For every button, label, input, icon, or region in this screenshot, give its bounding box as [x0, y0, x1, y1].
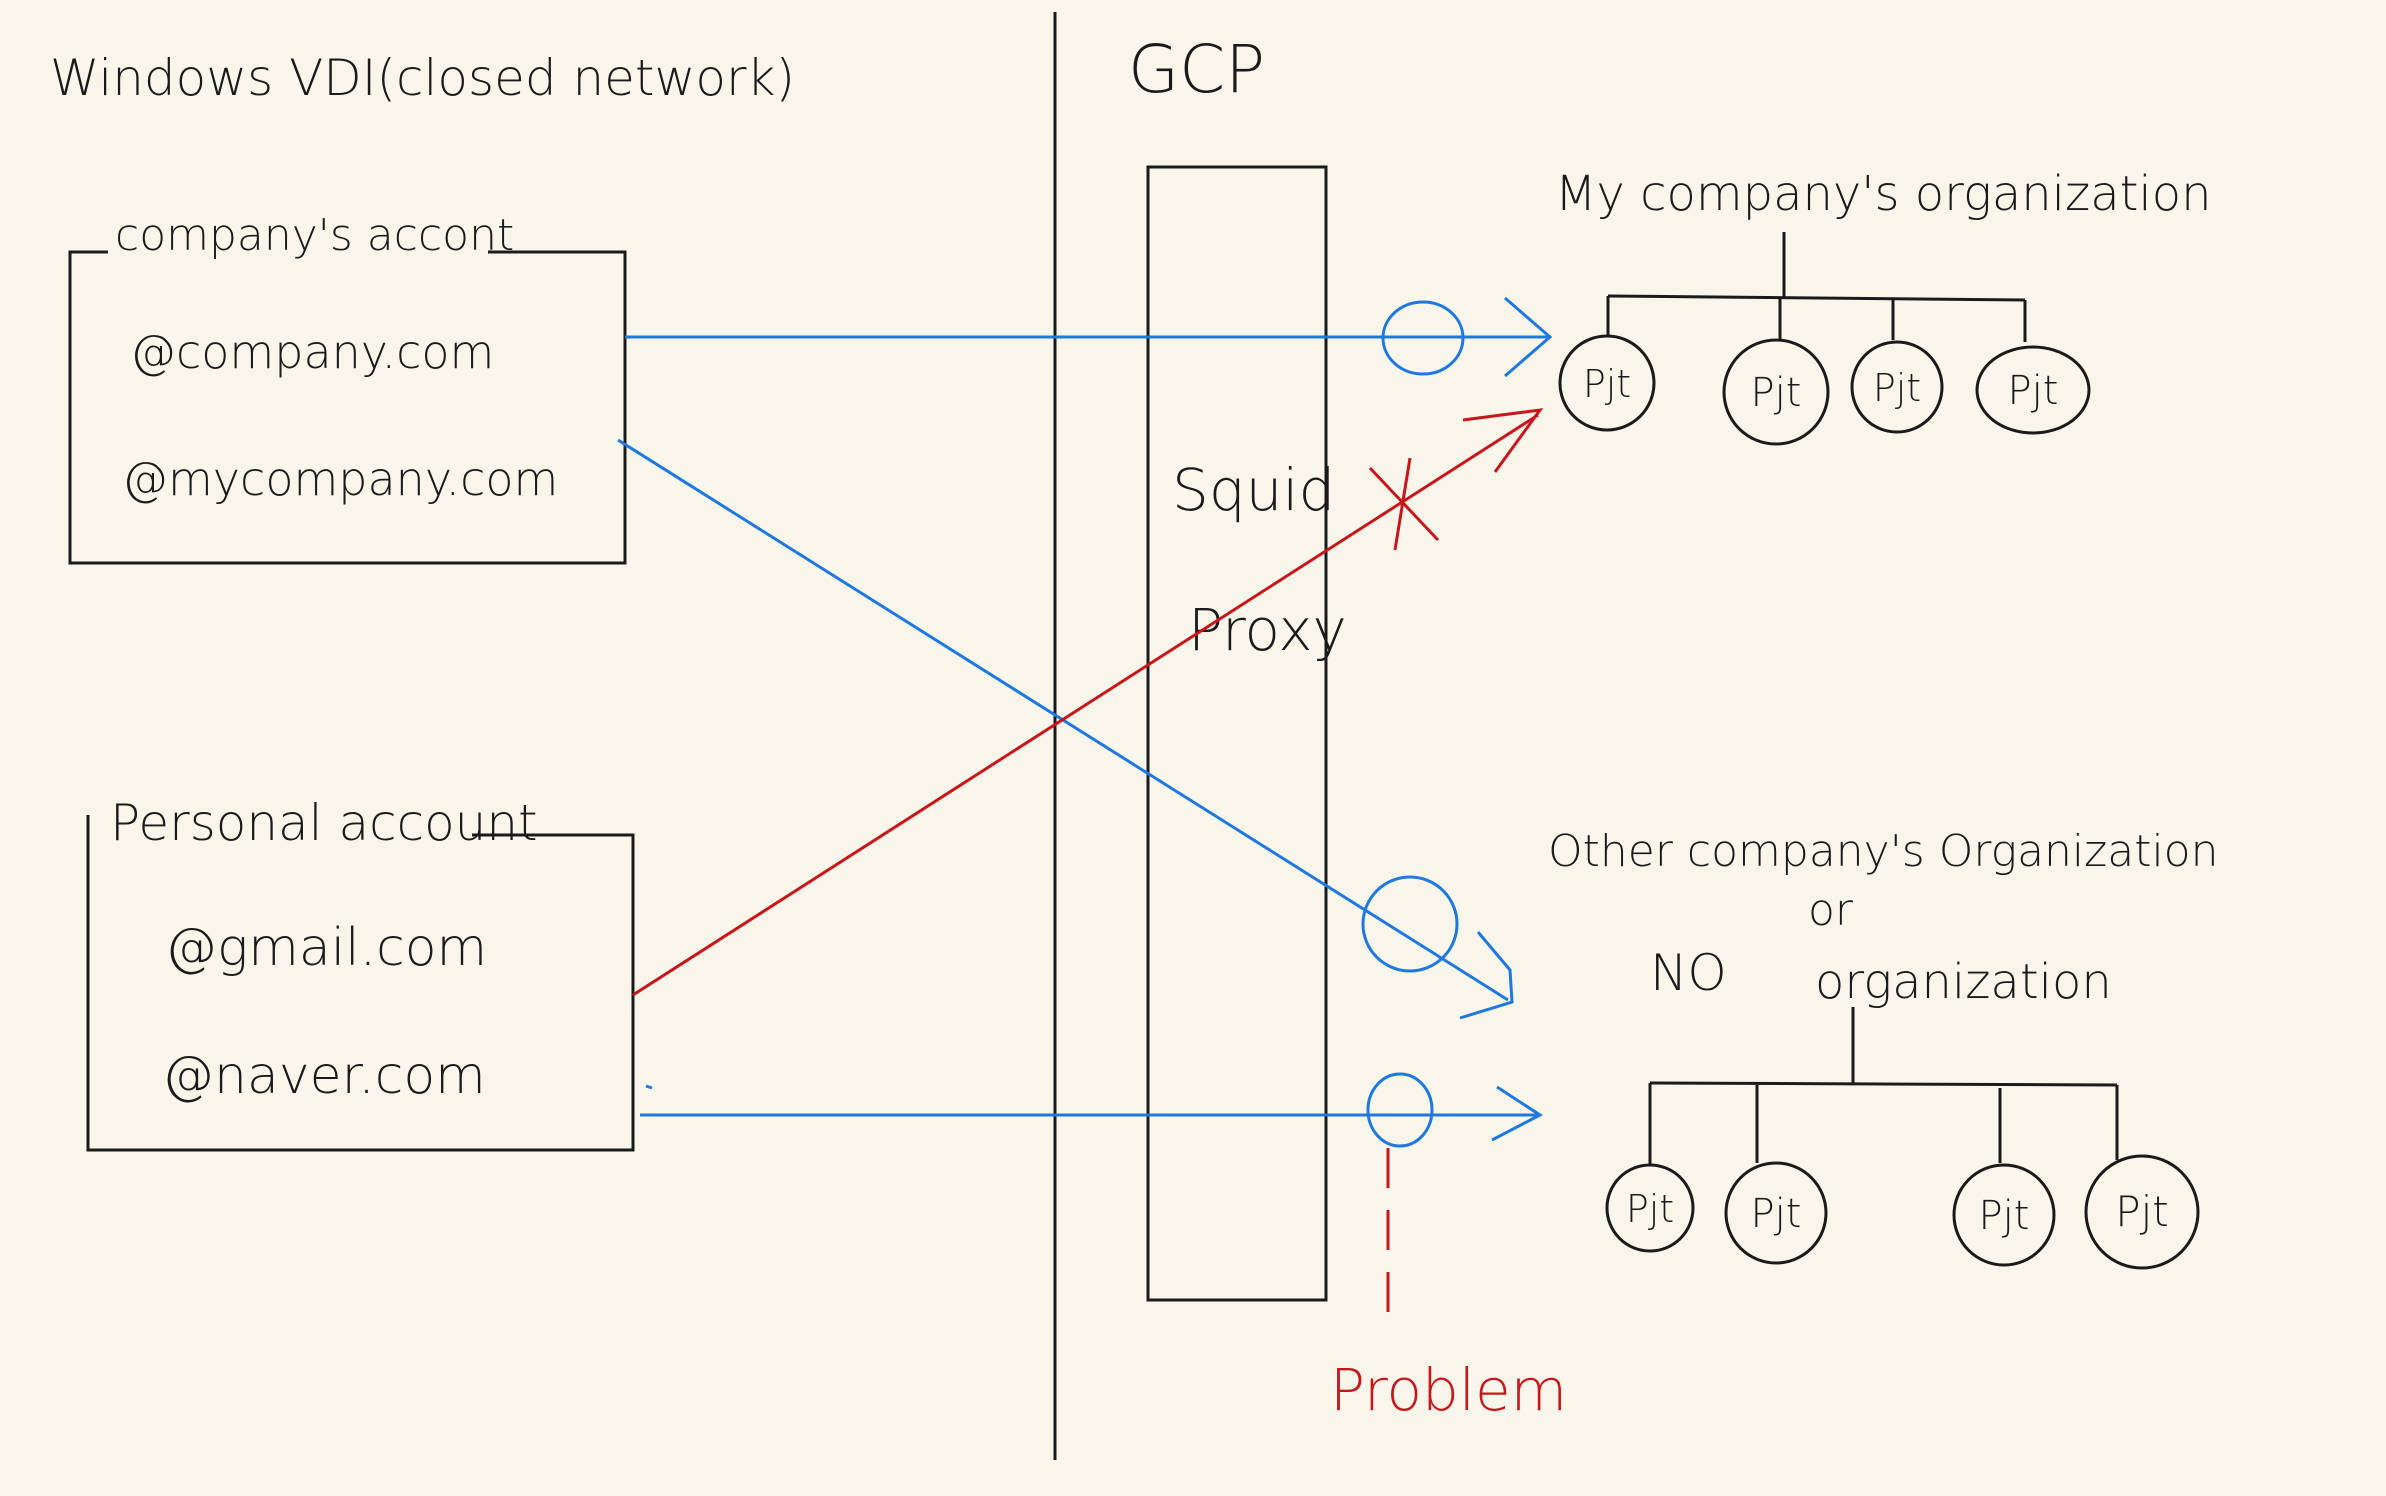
other-org-or: or: [1808, 885, 1854, 936]
project-node: Pjt: [1605, 1163, 1695, 1253]
naver-email: @naver.com: [162, 1046, 486, 1106]
mycompany-email: @mycompany.com: [122, 452, 558, 506]
svg-text:Pjt: Pjt: [1873, 366, 1921, 410]
svg-text:Pjt: Pjt: [1626, 1187, 1674, 1231]
personal-account-box: Personal account @gmail.com @naver.com: [86, 794, 635, 1152]
project-node: Pjt: [1724, 1161, 1828, 1265]
project-node: Pjt: [2084, 1154, 2200, 1270]
project-node: Pjt: [1975, 345, 2091, 435]
proxy-label-squid: Squid: [1172, 456, 1335, 524]
mycompany-to-other-org-connection: [617, 438, 1514, 1020]
company-account-box: company's accont @company.com @mycompany…: [68, 210, 627, 565]
allowed-circle-icon: [1366, 1072, 1434, 1148]
personal-account-label: Personal account: [110, 794, 538, 852]
company-email: @company.com: [130, 325, 494, 379]
problem-callout: Problem: [1330, 1148, 1567, 1424]
company-to-my-org-connection: [625, 296, 1553, 378]
svg-text:Pjt: Pjt: [2115, 1187, 2168, 1236]
svg-text:Pjt: Pjt: [1751, 370, 1802, 416]
gmail-to-my-org-connection: [632, 408, 1544, 997]
allowed-circle-icon: [1361, 875, 1459, 973]
other-org-organization: organization: [1815, 954, 2112, 1010]
other-org-title: Other company's Organization: [1548, 826, 2218, 877]
proxy-label-proxy: Proxy: [1188, 596, 1347, 664]
project-node: Pjt: [1722, 338, 1830, 446]
other-company-org: Other company's Organization or NO organ…: [1548, 826, 2218, 1270]
company-account-label: company's accont: [115, 210, 514, 261]
naver-to-other-org-connection: [640, 1072, 1543, 1148]
svg-text:Pjt: Pjt: [2008, 368, 2059, 414]
allowed-circle-icon: [1381, 300, 1465, 376]
blocked-x-icon: [1368, 457, 1440, 551]
other-org-no: NO: [1650, 944, 1727, 1002]
gcp-title: GCP: [1128, 31, 1265, 108]
squid-proxy-box: Squid Proxy: [1146, 165, 1347, 1302]
svg-text:Pjt: Pjt: [1979, 1193, 2030, 1239]
project-node: Pjt: [1558, 334, 1656, 432]
vdi-title: Windows VDI(closed network): [50, 49, 795, 107]
my-company-org: My company's organization Pjt Pjt Pjt Pj…: [1555, 166, 2212, 446]
svg-text:Pjt: Pjt: [1583, 362, 1631, 406]
problem-label: Problem: [1330, 1356, 1567, 1424]
project-node: Pjt: [1850, 340, 1944, 434]
gmail-email: @gmail.com: [165, 918, 487, 978]
my-org-title: My company's organization: [1555, 166, 2212, 222]
project-node: Pjt: [1952, 1163, 2056, 1267]
svg-text:Pjt: Pjt: [1751, 1191, 1802, 1237]
